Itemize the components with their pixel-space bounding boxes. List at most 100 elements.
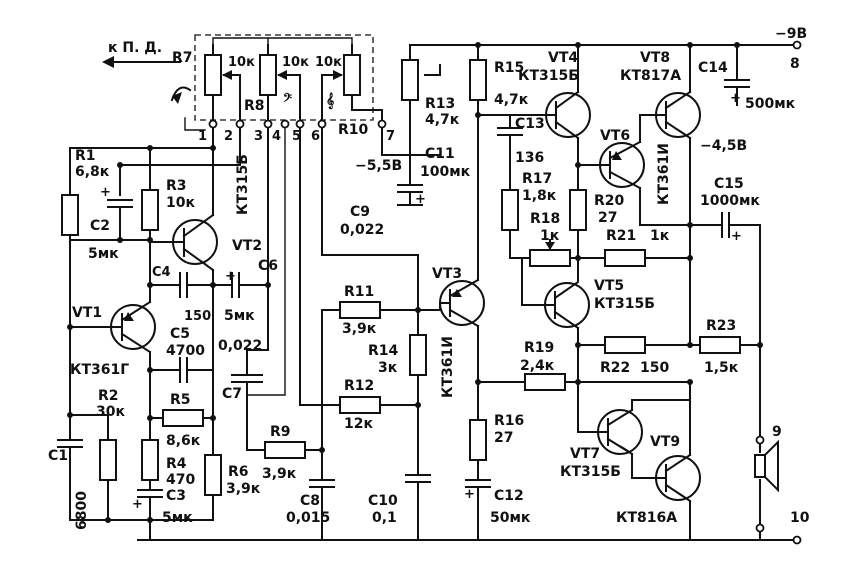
resistor-r14 [409,334,427,376]
label-vt9-type: КТ816А [616,510,677,526]
label-c12: C12 [494,488,524,504]
capacitor-c15 [689,212,761,441]
label-r9-val: 3,9к [262,466,297,482]
transistor-vt6 [577,140,645,190]
resistor-r8 [259,44,301,123]
bass-icon: 𝄢 [283,92,292,108]
label-r10: R10 [338,122,369,138]
terminal-10 [792,535,802,545]
label-pin1: 1 [198,129,207,144]
label-r3-val: 10к [166,195,195,211]
label-r22: R22 [600,360,630,376]
resistor-r13 [401,44,441,141]
label-vt2: VT2 [232,238,262,254]
label-c12-plus: + [464,487,475,502]
label-pin9: 9 [772,424,782,440]
label-c15: C15 [714,176,744,192]
label-c13: C13 [515,116,545,132]
label-c8: C8 [300,493,320,509]
label-r15: R15 [494,60,524,76]
transistor-vt1 [69,300,156,354]
label-r17: R17 [522,171,552,187]
label-r13-val: 4,7к [425,112,460,128]
label-r23: R23 [706,318,736,334]
label-r7: R7 [172,50,193,66]
label-vt1: VT1 [72,305,102,321]
label-r20: R20 [594,193,625,209]
label-r18-val: 1к [540,228,560,244]
label-vt8-type: КТ817А [620,68,681,84]
label-r8-val: 10к [282,55,309,70]
label-r21: R21 [606,228,636,244]
label-r16: R16 [494,413,524,429]
resistor-r21 [577,224,691,267]
label-r16-val: 27 [494,430,513,446]
label-c1: C1 [48,448,68,464]
label-r5-val: 8,6к [166,433,201,449]
label-pin6: 6 [311,129,320,144]
label-c3: C3 [166,488,186,504]
label-c5-val: 4700 [166,343,205,359]
label-vt6-type: КТ361И [656,143,672,205]
label-c3-plus: + [132,497,143,512]
label-v-minus45: −4,5В [700,138,747,154]
label-r9: R9 [270,424,291,440]
label-pin5: 5 [292,129,301,144]
resistor-r23 [699,336,761,354]
label-vt7: VT7 [570,446,600,462]
label-k-pd: к П. Д. [108,40,162,56]
resistor-r7 [204,44,241,123]
label-c15-val: 1000мк [700,193,760,209]
label-c3-val: 5мк [162,510,193,526]
label-r18: R18 [530,211,560,227]
label-vt4: VT4 [548,50,578,66]
label-c13-val: 136 [515,150,544,166]
label-vt3-type: КТ361И [440,336,456,398]
label-r14: R14 [368,343,399,359]
label-r6-val: 3,9к [226,481,261,497]
capacitor-c2 [107,199,133,241]
transistor-vt9 [631,453,701,503]
output-arrow [102,56,181,68]
label-r3: R3 [166,178,187,194]
label-c11-val: 100мк [420,164,471,180]
speaker-icon [754,439,779,526]
label-c14: C14 [698,60,728,76]
label-c6-val: 5мк [224,308,255,324]
label-r4-val: 470 [166,472,195,488]
terminal-8 [792,40,802,50]
resistor-r16 [469,419,487,481]
label-c7: C7 [222,386,242,402]
label-vt5: VT5 [594,278,624,294]
label-r10-val: 10к [315,55,342,70]
label-v-minus9: −9В [775,26,807,42]
capacitor-c10 [405,474,431,541]
transistor-vt2 [149,147,218,272]
label-r11: R11 [344,284,374,300]
label-r14-val: 3к [378,360,398,376]
label-c14-plus: + [730,91,741,106]
resistor-r9 [246,441,323,459]
label-c10: C10 [368,493,398,509]
capacitor-c13 [477,114,523,156]
resistor-r18 [521,239,579,306]
label-vt9: VT9 [650,434,680,450]
label-vt2-type: КТ315Б [235,154,251,215]
resistor-r22 [577,336,701,354]
label-c15-plus: + [731,229,742,244]
label-vt8: VT8 [640,50,670,66]
label-pin3: 3 [254,129,263,144]
label-r15-val: 4,7к [494,92,529,108]
capacitor-c1 [57,439,83,521]
label-r1: R1 [75,148,96,164]
resistor-r15 [469,44,487,281]
label-c10-val: 0,1 [372,510,397,526]
label-c2-plus: + [100,185,111,200]
label-pin4: 4 [272,129,281,144]
capacitor-c12 [465,479,491,541]
label-r19-val: 2,4к [520,358,555,374]
label-r22-val: 150 [640,360,669,376]
label-r12: R12 [344,378,374,394]
label-r21-val: 1к [650,228,670,244]
